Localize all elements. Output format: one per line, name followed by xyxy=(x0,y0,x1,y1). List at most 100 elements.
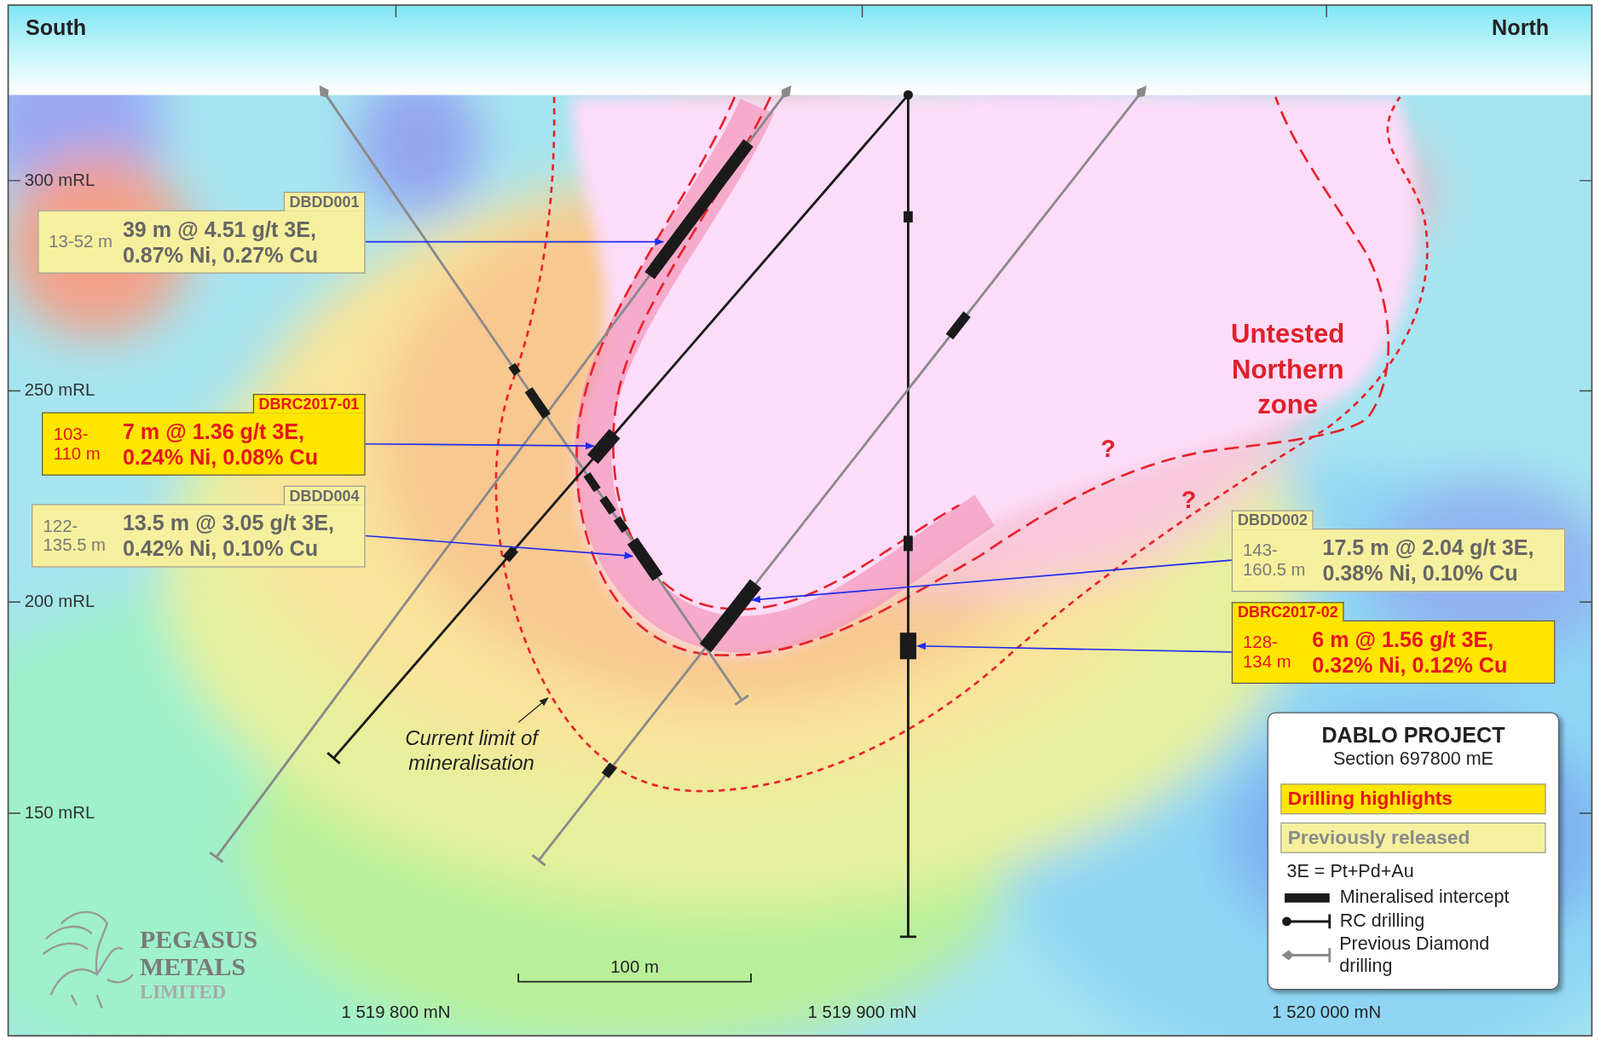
legend-symbol xyxy=(1280,944,1334,965)
depth-interval: 122- 135.5 m xyxy=(43,515,113,556)
collar xyxy=(903,90,913,100)
mineralised-intercept xyxy=(511,365,518,375)
logo-text: METALS xyxy=(139,952,246,983)
logo-stroke xyxy=(51,947,123,995)
logo-stroke xyxy=(42,943,88,955)
axis-tick xyxy=(8,179,1593,181)
leader-arrow xyxy=(365,535,634,556)
assay-callout: DBDD002143- 160.5 m17.5 m @ 2.04 g/t 3E,… xyxy=(1231,528,1566,593)
northing-label: 1 520 000 mN xyxy=(1271,1002,1381,1023)
axis-tick xyxy=(395,5,397,18)
axis-tick xyxy=(8,390,1593,392)
collar xyxy=(315,82,333,102)
geophysics-image xyxy=(8,94,1593,1036)
end-of-hole xyxy=(327,752,340,764)
assay-callout: DBRC2017-01103- 110 m7 m @ 1.36 g/t 3E, … xyxy=(42,412,366,477)
legend-box: DABLO PROJECTSection 697800 mE Drilling h… xyxy=(1267,712,1560,991)
collar xyxy=(778,82,796,102)
assay-callout: DBDD00113-52 m39 m @ 4.51 g/t 3E, 0.87% … xyxy=(37,210,365,275)
elevation-label: 150 mRL xyxy=(24,802,96,824)
zone-boundary xyxy=(576,97,1388,656)
logo-stroke xyxy=(71,974,133,1009)
assay-result: 39 m @ 4.51 g/t 3E, 0.87% Ni, 0.27% Cu xyxy=(122,216,354,268)
legend-text: Previously released xyxy=(1288,826,1471,849)
leader-arrow xyxy=(917,646,1232,653)
hole-id-tab: DBRC2017-02 xyxy=(1231,601,1345,622)
drill-trace xyxy=(333,94,908,758)
mineralised-intercept xyxy=(605,765,613,776)
hole-id-tab: DBRC2017-01 xyxy=(252,392,365,413)
drill-trace xyxy=(324,92,743,700)
direction-label: South xyxy=(25,14,87,41)
depth-interval: 103- 110 m xyxy=(53,424,113,465)
legend-text: Mineralised intercept xyxy=(1340,886,1510,908)
legend-row: RC drilling xyxy=(1280,910,1546,932)
mineralised-intercept xyxy=(528,389,547,416)
mineralised-intercept xyxy=(632,540,659,578)
legend-text: Drilling highlights xyxy=(1288,787,1453,809)
legend-swatch: Drilling highlights xyxy=(1280,783,1546,815)
drill-trace xyxy=(906,94,910,937)
pegasus-logo xyxy=(42,912,133,1009)
hole-id-tab: DBDD001 xyxy=(283,190,365,211)
logo-stroke xyxy=(46,926,93,939)
assay-callout: DBRC2017-02128- 134 m6 m @ 1.56 g/t 3E, … xyxy=(1231,620,1555,685)
collar xyxy=(903,90,913,100)
leader-arrow xyxy=(365,444,595,446)
legend-title: DABLO PROJECT xyxy=(1280,723,1546,749)
axis-tick xyxy=(1325,5,1327,18)
pointer-line xyxy=(518,698,549,723)
assay-callout: DBDD004122- 135.5 m13.5 m @ 3.05 g/t 3E,… xyxy=(31,503,365,568)
legend-symbol xyxy=(1280,887,1334,908)
legend-text: RC drilling xyxy=(1340,910,1425,932)
end-of-hole xyxy=(209,852,223,862)
mineralised-intercept xyxy=(602,497,613,513)
legend-text: Previous Diamond drilling xyxy=(1339,933,1546,977)
depth-interval: 143- 160.5 m xyxy=(1242,540,1312,581)
elevation-label: 300 mRL xyxy=(24,170,96,191)
mineralised-intercept xyxy=(506,548,515,560)
logo-text: PEGASUS xyxy=(139,924,258,956)
axis-tick xyxy=(861,5,863,18)
collar xyxy=(1132,82,1151,102)
query-mark: ? xyxy=(1181,485,1197,515)
legend-row: Previous Diamond drilling xyxy=(1280,933,1546,977)
depth-interval: 128- 134 m xyxy=(1242,632,1302,673)
legend-note: 3E = Pt+Pd+Au xyxy=(1287,860,1547,883)
axis-tick xyxy=(8,601,1593,603)
limit-note: Current limit of mineralisation xyxy=(387,725,556,775)
leader-arrow xyxy=(365,241,665,243)
legend-swatch: Previously released xyxy=(1280,822,1546,854)
depth-interval: 13-52 m xyxy=(48,231,113,252)
legend-subtitle: Section 697800 mE xyxy=(1280,747,1546,769)
mineralised-intercept xyxy=(900,632,917,659)
end-of-hole xyxy=(734,695,749,705)
elevation-label: 250 mRL xyxy=(24,380,96,401)
assay-result: 7 m @ 1.36 g/t 3E, 0.24% Ni, 0.08% Cu xyxy=(122,418,354,470)
mineralised-intercept xyxy=(949,314,968,337)
hole-id-tab: DBDD002 xyxy=(1231,509,1314,530)
end-of-hole xyxy=(532,854,546,866)
northing-label: 1 519 800 mN xyxy=(341,1002,451,1023)
northing-label: 1 519 900 mN xyxy=(808,1002,918,1023)
mineralised-intercept xyxy=(586,474,597,491)
conductive-zone xyxy=(571,97,1417,655)
hole-id-tab: DBDD004 xyxy=(283,485,365,505)
leader-arrow xyxy=(751,560,1232,601)
direction-label: North xyxy=(1491,14,1549,41)
scale-label: 100 m xyxy=(610,957,659,978)
mineralised-intercept xyxy=(592,433,615,460)
anomaly-blob xyxy=(357,94,480,214)
legend-row: Mineralised intercept xyxy=(1280,886,1546,908)
mineralised-intercept xyxy=(649,143,749,277)
query-mark: ? xyxy=(1100,433,1116,463)
assay-result: 6 m @ 1.56 g/t 3E, 0.32% Ni, 0.12% Cu xyxy=(1311,626,1543,678)
zone-label: Untested Northern zone xyxy=(1216,316,1360,422)
sky-band xyxy=(8,5,1593,95)
logo-text: LIMITED xyxy=(139,981,226,1005)
elevation-label: 200 mRL xyxy=(24,591,96,613)
drill-trace xyxy=(538,92,1141,861)
mineralised-intercept xyxy=(617,518,626,531)
